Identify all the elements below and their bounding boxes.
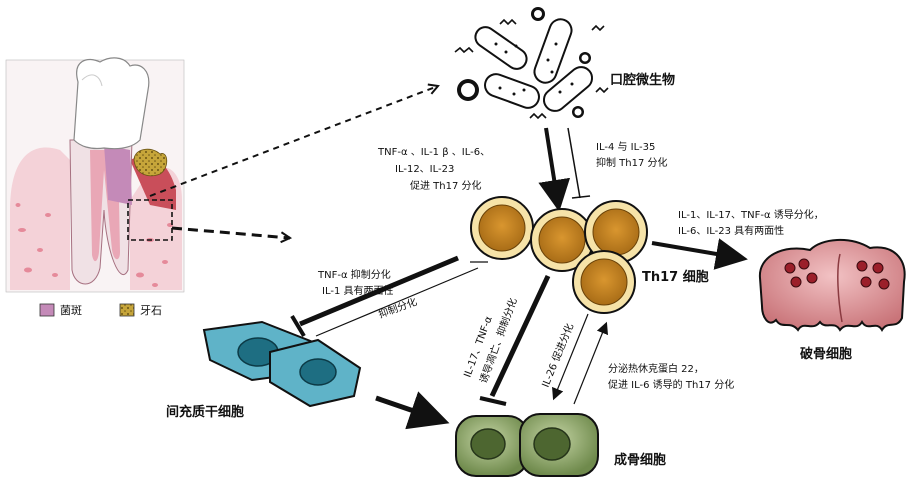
- hsp-note-1: 分泌热休克蛋白 22，: [608, 362, 704, 375]
- dashed-arrow-inset: [171, 226, 290, 238]
- msc-note-1: TNF-α 抑制分化: [317, 268, 391, 281]
- inhibit-bar-osteoblast: [479, 396, 507, 406]
- th17-cell: [572, 250, 636, 314]
- th17-cell: [530, 208, 594, 272]
- oral-microbes-icon: [454, 7, 609, 120]
- th17-cell: [470, 196, 534, 260]
- arrow-msc-osteoblast: [375, 391, 450, 430]
- osteoclast-note-1: IL-1、IL-17、TNF-α 诱导分化，: [678, 208, 824, 221]
- promote-line-3: 促进 Th17 分化: [410, 179, 482, 192]
- calculus-swatch: [119, 303, 135, 317]
- tooth-illustration: 菌斑 牙石: [5, 57, 185, 317]
- osteoclast-cell: [758, 238, 906, 332]
- node-th17: Th17 细胞: [642, 269, 709, 285]
- arrow-microbes-promote-th17: [538, 127, 571, 212]
- inhibit-thin-msc: [315, 267, 479, 337]
- arrow-th17-osteoclast: [651, 238, 748, 270]
- plaque-swatch: [39, 303, 55, 317]
- arrow-il26: [552, 313, 589, 401]
- arrow-hsp22: [573, 321, 609, 405]
- promote-line-2: IL-12、IL-23: [395, 164, 454, 175]
- inhibit-th17-osteoblast: [489, 274, 551, 398]
- node-msc: 间充质干细胞: [166, 404, 244, 420]
- il26-label: IL-26 促进分化: [539, 321, 576, 389]
- msc-note-2: IL-1 具有两面性: [322, 284, 394, 297]
- node-microbes: 口腔微生物: [610, 72, 675, 88]
- inhibit-line-th17: [567, 127, 581, 199]
- dashed-arrow-to-microbes: [149, 86, 438, 197]
- inhibit-bar-th17: [571, 195, 591, 199]
- inhibit-bar-msc: [290, 314, 306, 338]
- msc-inhibit-label: 抑制分化: [377, 295, 419, 321]
- osteoclast-note-2: IL-6、IL-23 具有两面性: [678, 224, 784, 237]
- legend-calculus: 牙石: [140, 304, 162, 317]
- node-osteoclast: 破骨细胞: [800, 346, 852, 362]
- th17-cell: [584, 200, 648, 264]
- promote-line-1: TNF-α 、IL-1 β 、IL-6、: [377, 147, 490, 158]
- inhibit-line-1: IL-4 与 IL-35: [596, 141, 655, 153]
- node-osteoblast: 成骨细胞: [614, 452, 666, 468]
- inhibit-th17-msc: [299, 255, 459, 327]
- inhibit-line-2: 抑制 Th17 分化: [596, 156, 668, 169]
- msc-cells: [202, 320, 362, 408]
- osteoblast-cells: [455, 413, 599, 477]
- hsp-note-2: 促进 IL-6 诱导的 Th17 分化: [608, 378, 734, 391]
- legend-plaque: 菌斑: [60, 304, 82, 317]
- th17-cells: [470, 196, 648, 314]
